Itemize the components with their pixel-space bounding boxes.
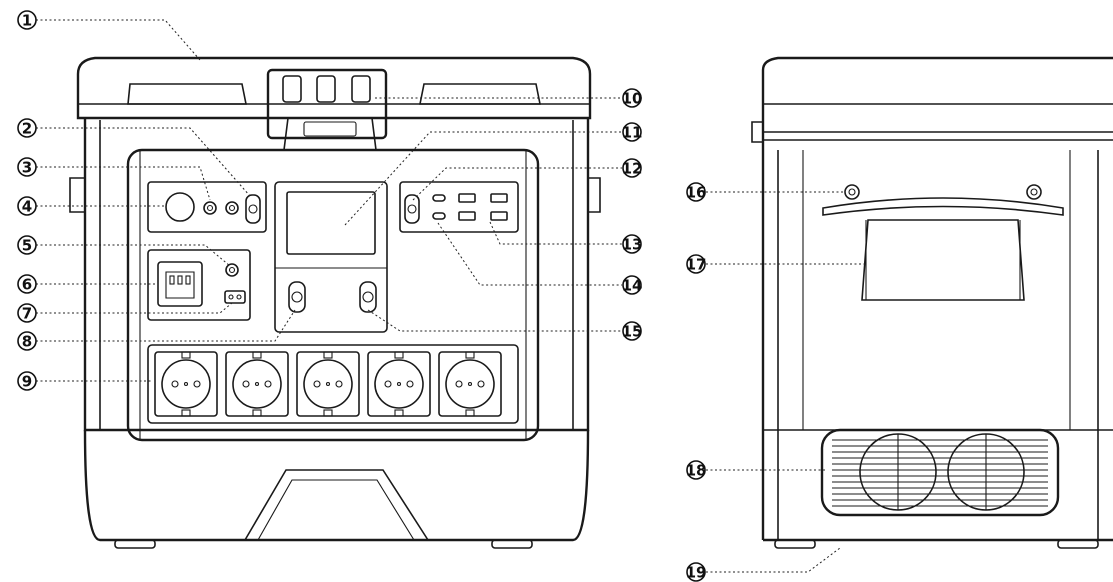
callout-number: 14 <box>622 277 643 295</box>
callout-circle <box>17 303 37 323</box>
callout-number: 12 <box>622 160 643 178</box>
usb-a-port-4 <box>490 211 508 221</box>
lcd-display <box>286 191 376 255</box>
callout-number: 11 <box>622 124 643 142</box>
main-power-switch <box>359 281 377 313</box>
callout-circle <box>686 562 706 582</box>
callout-circle <box>17 118 37 138</box>
callout-circle <box>17 196 37 216</box>
lid-latch <box>266 68 388 151</box>
fig8-port <box>224 290 246 304</box>
front-panel <box>126 148 540 442</box>
usb-c-port-1 <box>432 194 446 202</box>
callout-number: 1 <box>22 12 32 30</box>
usb-a-port-3 <box>458 211 476 221</box>
callout-circle <box>622 234 642 254</box>
callout-number: 6 <box>22 276 32 294</box>
callout-18: 18 <box>686 460 707 480</box>
callout-19: 19 <box>686 562 707 582</box>
callout-5: 5 <box>17 235 37 255</box>
ac-outlet <box>225 351 289 417</box>
dc-port-a <box>203 201 217 215</box>
ac-outlet <box>367 351 431 417</box>
callout-number: 15 <box>622 323 643 341</box>
callout-number: 10 <box>622 90 643 108</box>
callout-6: 6 <box>17 274 37 294</box>
callout-8: 8 <box>17 331 37 351</box>
ac-outlet <box>438 351 502 417</box>
callout-number: 4 <box>22 198 32 216</box>
callout-circle <box>622 321 642 341</box>
callout-number: 16 <box>686 184 707 202</box>
dc-switch <box>245 194 261 224</box>
callout-2: 2 <box>17 118 37 138</box>
callout-circle <box>17 331 37 351</box>
side-screw-2 <box>1026 184 1042 200</box>
usb-switch <box>404 194 420 224</box>
callout-10: 10 <box>622 88 643 108</box>
ac-outlet <box>154 351 218 417</box>
base <box>83 429 590 542</box>
callout-4: 4 <box>17 196 37 216</box>
callout-circle <box>17 235 37 255</box>
callout-circle <box>686 254 706 274</box>
callout-circle <box>17 10 37 30</box>
callout-number: 13 <box>622 236 643 254</box>
side-lid <box>761 56 1113 140</box>
callout-number: 7 <box>22 305 32 323</box>
vent-grille <box>832 439 1048 507</box>
callout-13: 13 <box>622 234 643 254</box>
callout-17: 17 <box>686 254 707 274</box>
callout-1: 1 <box>17 10 37 30</box>
callout-9: 9 <box>17 371 37 391</box>
callout-number: 19 <box>686 564 707 582</box>
ac-outlet-strip <box>147 344 519 424</box>
callout-3: 3 <box>17 157 37 177</box>
usb-a-port-2 <box>490 193 508 203</box>
callout-number: 9 <box>22 373 32 391</box>
body <box>83 118 590 432</box>
callout-circle <box>622 158 642 178</box>
callout-number: 8 <box>22 333 32 351</box>
side-handle <box>822 197 1064 216</box>
usb-a-port-1 <box>458 193 476 203</box>
callout-11: 11 <box>622 122 643 142</box>
side-view <box>751 56 1113 549</box>
callout-number: 5 <box>22 237 32 255</box>
leader-lines <box>36 19 866 573</box>
callout-circle <box>622 275 642 295</box>
callout-number: 18 <box>686 462 707 480</box>
callout-number: 17 <box>686 256 707 274</box>
callout-12: 12 <box>622 158 643 178</box>
usb-c-port-2 <box>432 212 446 220</box>
side-screw-1 <box>844 184 860 200</box>
lid <box>76 56 592 120</box>
callout-15: 15 <box>622 321 643 341</box>
callout-16: 16 <box>686 182 707 202</box>
ac-outlets <box>154 351 502 417</box>
dc-port-b <box>225 201 239 215</box>
callout-number: 3 <box>22 159 32 177</box>
callout-7: 7 <box>17 303 37 323</box>
callout-circle <box>622 88 642 108</box>
dc-input-port <box>165 192 195 222</box>
callout-number: 2 <box>22 120 32 138</box>
callout-circle <box>622 122 642 142</box>
ac-outlet <box>296 351 360 417</box>
callout-circle <box>686 460 706 480</box>
side-foot <box>774 539 816 549</box>
front-view <box>69 56 601 549</box>
callout-circle <box>17 371 37 391</box>
callout-circle <box>17 157 37 177</box>
callout-circle <box>686 182 706 202</box>
callout-14: 14 <box>622 275 643 295</box>
side-vent <box>820 428 1060 517</box>
callout-circle <box>17 274 37 294</box>
ac-reset-button <box>225 263 239 277</box>
ac-output-switch <box>288 281 306 313</box>
